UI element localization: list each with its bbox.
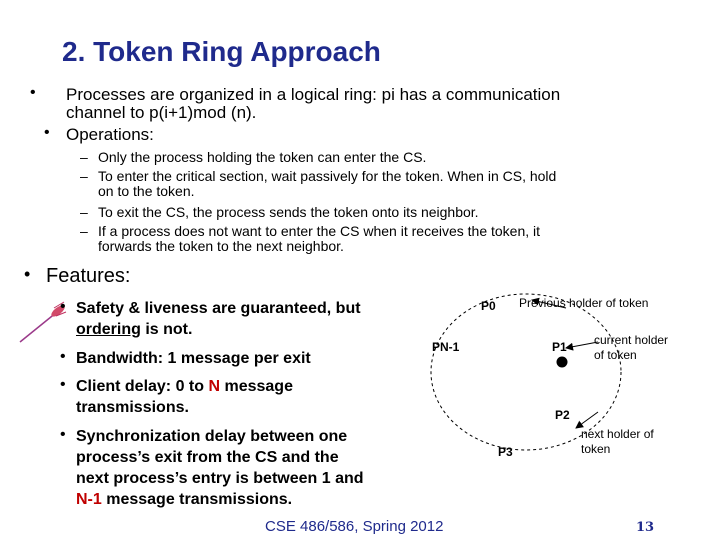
feature-4-line-2: process’s exit from the CS and the bbox=[76, 449, 339, 466]
dash-icon: – bbox=[80, 204, 88, 220]
decorative-dart-icon bbox=[19, 301, 67, 343]
token-ring-diagram bbox=[430, 293, 622, 451]
feature-3-line-1-a: Client delay: 0 to bbox=[76, 378, 209, 395]
operation-3: To exit the CS, the process sends the to… bbox=[98, 204, 479, 220]
annotation-next-line-1: next holder of bbox=[581, 427, 654, 441]
features-heading: Features: bbox=[46, 265, 131, 287]
bullet-dot-icon: • bbox=[44, 124, 50, 141]
operation-2-line-2: on to the token. bbox=[98, 183, 195, 199]
feature-3-line-1: Client delay: 0 to N message bbox=[76, 376, 293, 397]
operation-2-line-1: To enter the critical section, wait pass… bbox=[98, 168, 557, 184]
ring-node-p1: P1 bbox=[552, 340, 567, 354]
ring-node-pn-1: PN-1 bbox=[432, 340, 460, 354]
operation-4-line-2: forwards the token to the next neighbor. bbox=[98, 238, 344, 254]
feature-1-line-1: Safety & liveness are guaranteed, but bbox=[76, 300, 361, 317]
annotation-previous-holder: Previous holder of token bbox=[519, 296, 649, 310]
operation-1: Only the process holding the token can e… bbox=[98, 149, 427, 165]
bullet-dot-icon: • bbox=[60, 426, 66, 443]
annotation-next-holder: next holder of token bbox=[581, 427, 654, 457]
dash-icon: – bbox=[80, 223, 88, 239]
dash-icon: – bbox=[80, 149, 88, 165]
arrow-previous bbox=[531, 297, 567, 309]
annotation-current-line-2: of token bbox=[594, 348, 637, 362]
annotation-current-holder: current holder of token bbox=[594, 333, 668, 363]
feature-2: Bandwidth: 1 message per exit bbox=[76, 350, 311, 367]
feature-4: Synchronization delay between one proces… bbox=[76, 426, 364, 510]
bullet-dot-icon: • bbox=[60, 298, 66, 315]
bullet-dot-icon: • bbox=[30, 84, 36, 101]
token-dot-icon bbox=[556, 356, 568, 368]
ring-node-p0: P0 bbox=[481, 299, 496, 313]
feature-4-line-3: next process’s entry is between 1 and bbox=[76, 470, 364, 487]
feature-4-line-4: N-1 message transmissions. bbox=[76, 489, 364, 510]
bullet-1: Processes are organized in a logical rin… bbox=[66, 86, 560, 122]
feature-3-line-2: transmissions. bbox=[76, 399, 189, 416]
ring-circle bbox=[430, 293, 622, 451]
feature-4-line-4-b: message transmissions. bbox=[101, 491, 293, 508]
ring-node-p3: P3 bbox=[498, 445, 513, 459]
bullet-dot-icon: • bbox=[24, 264, 31, 284]
feature-3-line-1-b: message bbox=[220, 378, 293, 395]
arrow-next bbox=[575, 411, 599, 429]
dash-icon: – bbox=[80, 168, 88, 184]
operation-4-line-1: If a process does not want to enter the … bbox=[98, 223, 541, 239]
feature-1-line-2: ordering is not. bbox=[76, 319, 361, 340]
bullet-2: Operations: bbox=[66, 125, 154, 144]
slide-footer: CSE 486/586, Spring 2012 bbox=[265, 518, 444, 535]
operation-2: To enter the critical section, wait pass… bbox=[98, 169, 556, 199]
annotation-current-line-1: current holder bbox=[594, 333, 669, 347]
bullet-1-line-2: channel to p(i+1)mod (n). bbox=[66, 103, 257, 122]
annotation-next-line-2: token bbox=[581, 442, 611, 456]
feature-1: Safety & liveness are guaranteed, but or… bbox=[76, 298, 361, 340]
feature-4-n-1: N-1 bbox=[76, 491, 102, 508]
page-number: 13 bbox=[636, 520, 655, 535]
feature-3: Client delay: 0 to N message transmissio… bbox=[76, 376, 293, 418]
feature-1-line-2-rest: is not. bbox=[140, 321, 193, 338]
bullet-1-line-1: Processes are organized in a logical rin… bbox=[66, 85, 561, 104]
ring-node-p2: P2 bbox=[555, 408, 570, 422]
bullet-dot-icon: • bbox=[60, 348, 66, 365]
arrow-current bbox=[565, 341, 599, 351]
bullet-dot-icon: • bbox=[60, 376, 66, 393]
operation-4: If a process does not want to enter the … bbox=[98, 224, 540, 254]
feature-4-line-1: Synchronization delay between one bbox=[76, 428, 348, 445]
ordering-underlined: ordering bbox=[76, 321, 141, 338]
feature-3-n: N bbox=[208, 378, 221, 395]
slide-title: 2. Token Ring Approach bbox=[62, 36, 381, 67]
